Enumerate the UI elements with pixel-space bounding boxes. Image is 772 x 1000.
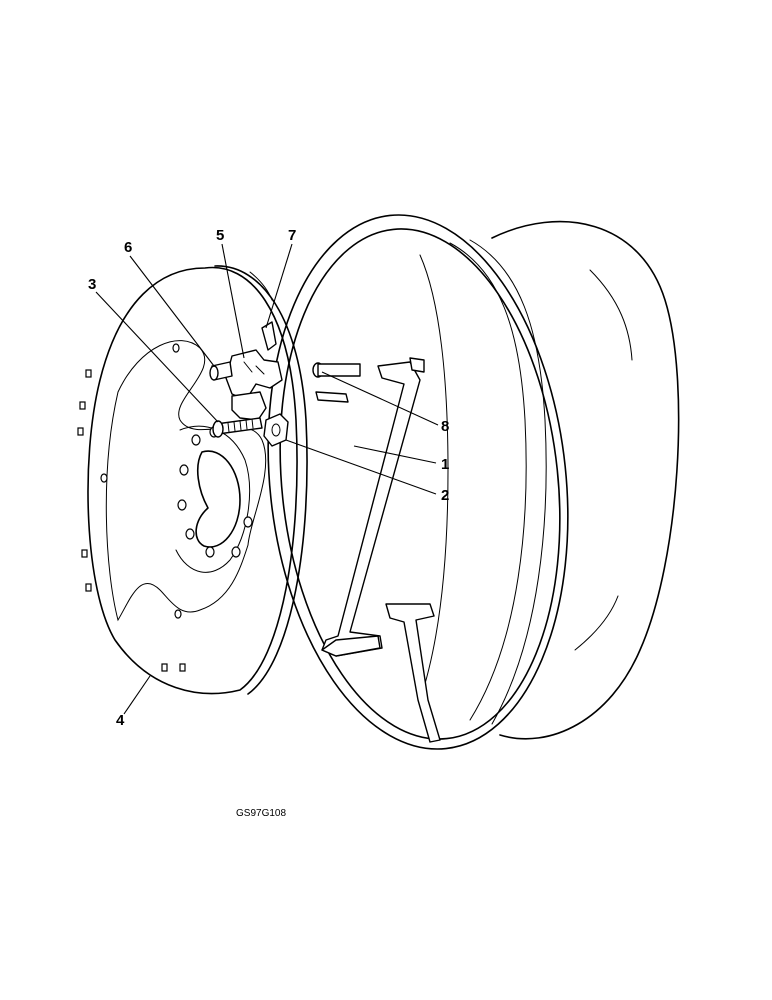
wheel-disc — [77, 265, 308, 695]
disc-edge-thickness — [214, 265, 308, 695]
leader-1 — [353, 445, 437, 464]
bracket-tab — [315, 391, 349, 403]
disc-center-bore — [195, 450, 241, 548]
nut-part-2 — [263, 413, 289, 447]
leader-3 — [95, 291, 219, 423]
rim-front-flange-inner — [279, 228, 561, 740]
rim-mounting-bracket — [315, 357, 441, 743]
bolt-hole — [191, 434, 201, 446]
bolt-hole — [185, 528, 195, 540]
leader-7 — [265, 243, 293, 329]
callout-2: 2 — [441, 487, 449, 504]
disc-slot — [179, 663, 186, 672]
bolt-hole — [243, 516, 253, 528]
callout-6: 6 — [124, 239, 132, 256]
bracket-foot-lower — [321, 635, 381, 657]
disc-outer-edge — [87, 266, 298, 695]
rim-well — [419, 254, 449, 701]
bolt-hole — [179, 464, 189, 476]
leader-8 — [321, 371, 439, 426]
callout-4: 4 — [116, 712, 125, 729]
disc-slot — [81, 549, 88, 558]
clamp-plate — [231, 391, 267, 421]
rim-bead-seat-2 — [469, 239, 547, 725]
callout-3: 3 — [88, 276, 96, 293]
callouts: 6 5 7 3 8 1 2 4 — [88, 227, 449, 729]
rim-highlight-top — [589, 269, 633, 361]
bolt-hole — [205, 546, 215, 558]
rim — [267, 214, 680, 750]
nut-bore — [271, 423, 281, 437]
disc-hole — [100, 473, 108, 483]
callout-8: 8 — [441, 418, 449, 435]
disc-slot — [85, 583, 92, 592]
lug-part-7 — [261, 321, 277, 351]
bracket-tab-top — [409, 357, 425, 373]
clamp-block-part-5 — [225, 349, 283, 401]
leader-6 — [129, 255, 215, 367]
rim-front-flange-outer — [267, 214, 569, 750]
rim-back-edge — [491, 220, 680, 740]
bolt-thread — [227, 418, 254, 433]
disc-slot — [161, 663, 168, 672]
bracket-strap-lower — [385, 603, 441, 743]
disc-slot — [85, 369, 92, 378]
clamp-hardware — [209, 321, 361, 447]
disc-slot — [77, 427, 84, 436]
callout-5: 5 — [216, 227, 224, 244]
leader-4 — [123, 675, 151, 715]
bolt-hole — [231, 546, 241, 558]
rim-highlight-bottom — [574, 595, 619, 651]
leader-2 — [285, 439, 437, 495]
callout-1: 1 — [441, 456, 449, 473]
callout-7: 7 — [288, 227, 296, 244]
disc-cutout — [105, 340, 267, 622]
disc-slot — [79, 401, 86, 410]
figure-code: GS97G108 — [236, 808, 286, 819]
bolt-shank-part-8 — [317, 363, 361, 377]
clamp-block-detail — [243, 361, 265, 375]
disc-hole — [174, 609, 182, 619]
rim-bead-seat — [449, 242, 527, 721]
stud-head-part-6 — [209, 365, 219, 381]
disc-edge-top — [249, 271, 273, 301]
disc-hole — [172, 343, 180, 353]
leader-5 — [221, 243, 245, 359]
bolt-head-part-3 — [212, 420, 224, 438]
leader-lines — [95, 243, 439, 715]
bolt-hole — [177, 499, 187, 511]
